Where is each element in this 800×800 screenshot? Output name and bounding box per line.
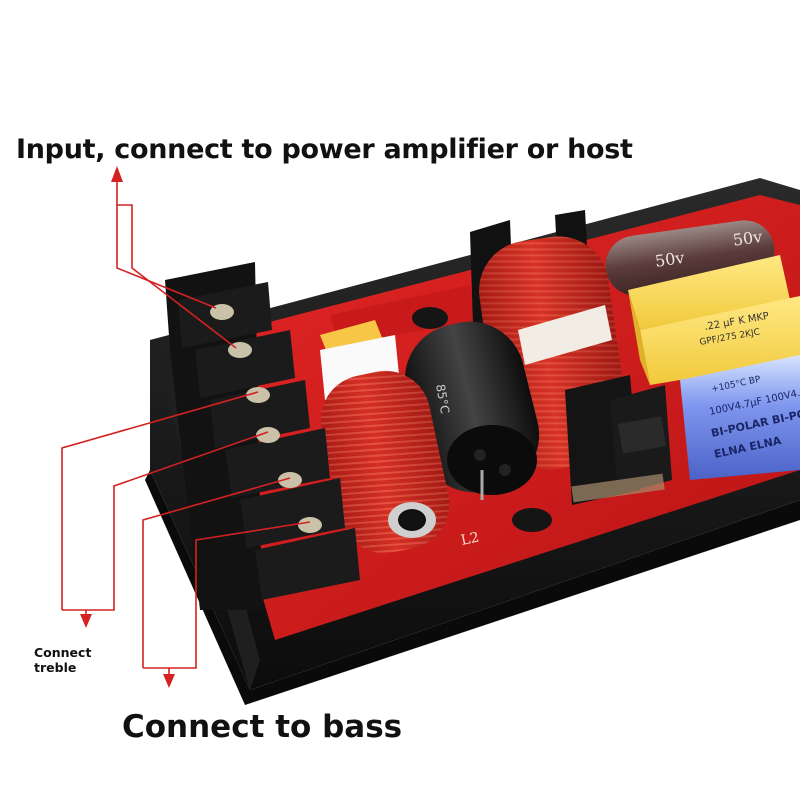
terminal-6 [255,517,360,600]
terminal-3 [210,380,310,448]
bass-arrow-icon [163,674,175,688]
treble-label: Connect treble [34,645,91,675]
bass-callout-line-1 [142,477,291,668]
terminal-4 [225,427,330,498]
film-capacitors-yellow: .22 µF K MKP GPF/275 2KJC [628,255,800,385]
input-callout-line-2 [117,204,237,349]
terminal-block [165,262,360,610]
bipolar-capacitors-blue: +105°C BP 100V4.7µF 100V4.7µF BI-POLAR B… [680,355,800,480]
inductor-coil-large [470,210,672,505]
treble-arrow-icon [80,614,92,628]
input-callout-line-1 [116,182,217,309]
bass-label: Connect to bass [122,709,403,745]
input-label: Input, connect to power amplifier or hos… [16,134,633,165]
treble-callout-line-1 [61,391,259,610]
treble-label-line-1: Connect [34,645,92,660]
inductor-coil-small [320,320,450,554]
treble-label-line-2: treble [34,660,77,675]
svg-text:85°C: 85°C [433,383,452,415]
terminal-5 [240,472,345,548]
svg-text:50v: 50v [732,227,764,250]
treble-callout-line-2 [62,431,269,611]
svg-text:50v: 50v [654,248,686,271]
svg-text:L2: L2 [460,529,481,548]
input-arrow-icon [111,166,123,182]
callout-arrows [80,166,175,688]
